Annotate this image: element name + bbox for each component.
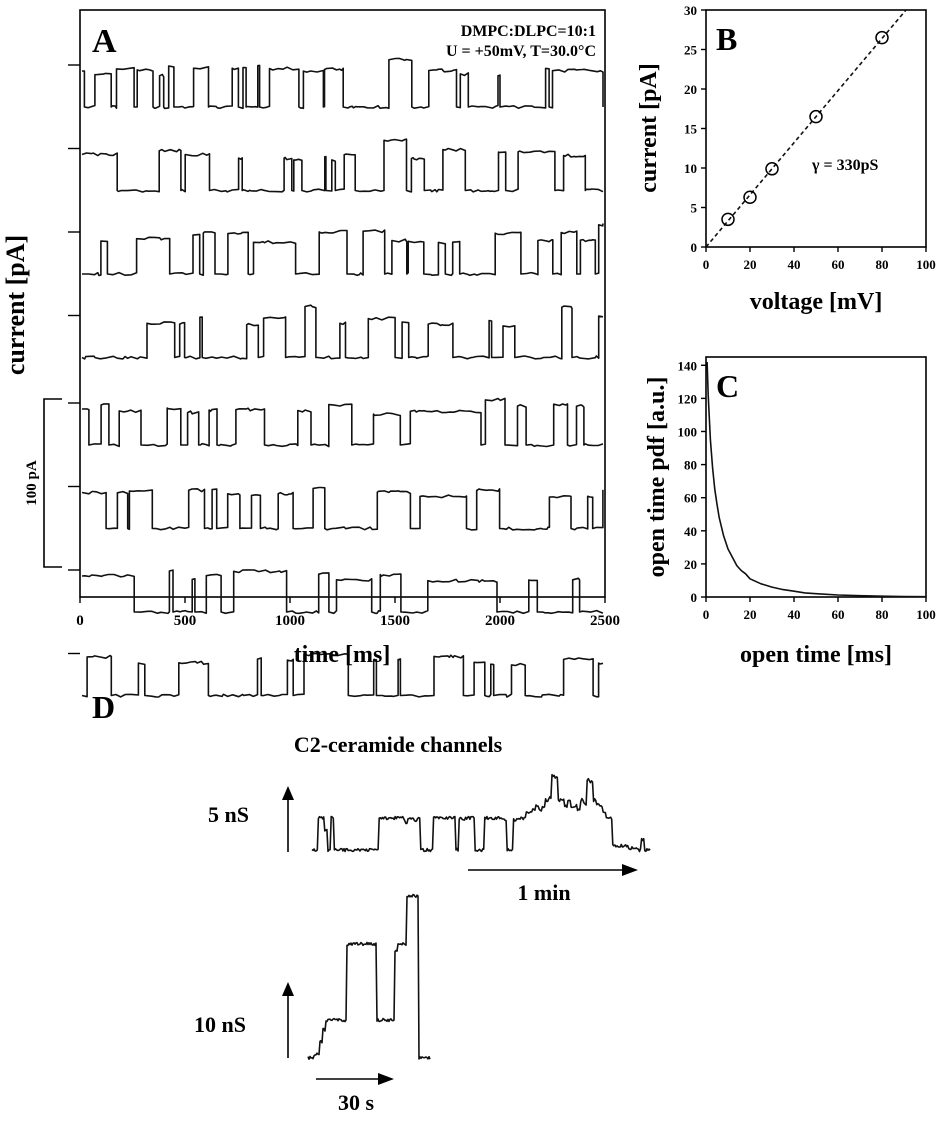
panel-b-annotation: γ = 330pS	[811, 157, 879, 174]
panel-c-x-tick-label: 20	[744, 607, 757, 622]
panel-c-x-tick-label: 80	[876, 607, 889, 622]
panel-b-x-tick-label: 0	[703, 257, 710, 272]
panel-a-x-tick-label: 1000	[275, 613, 305, 629]
panel-d-trace-2-scale-arrow-head	[282, 982, 294, 996]
panel-c-frame	[705, 356, 927, 598]
panel-b-y-tick-label: 5	[691, 201, 698, 216]
panel-b-x-tick-label: 40	[788, 257, 801, 272]
panel-d-trace-1-time-label: 1 min	[517, 880, 570, 905]
panel-b-y-tick-label: 0	[691, 240, 698, 255]
panel-a-trace	[81, 486, 604, 531]
panel-c-y-tick-label: 120	[678, 391, 698, 406]
panel-a-trace	[81, 569, 604, 615]
panel-d-label: D	[92, 689, 115, 725]
panel-d: D C2-ceramide channels 5 nS 1 min 10 nS …	[92, 689, 651, 1115]
panel-a-x-tick-label: 0	[76, 613, 84, 629]
panel-c-y-tick-label: 100	[678, 424, 698, 439]
panel-a: A DMPC:DLPC=10:1 U = +50mV, T=30.0°C 0 50…	[1, 9, 620, 698]
panel-d-trace-1-scale-arrow-head	[282, 786, 294, 800]
panel-d-trace-2-scale-label: 10 nS	[194, 1012, 246, 1037]
panel-a-trace	[81, 138, 604, 193]
panel-a-trace	[81, 57, 604, 110]
panel-a-scale-bar-label: 100 pA	[24, 460, 40, 506]
panel-c-y-tick-label: 60	[684, 491, 697, 506]
panel-c-x-tick-label: 40	[788, 607, 801, 622]
panel-c-x-tick-label: 60	[832, 607, 845, 622]
panel-b-x-tick-label: 80	[876, 257, 889, 272]
panel-c-y-tick-label: 80	[684, 458, 697, 473]
panel-c-y-tick-label: 20	[684, 557, 697, 572]
panel-a-trace	[81, 652, 604, 698]
panel-c-y-axis-label: open time pdf [a.u.]	[644, 377, 670, 578]
panel-a-frame	[79, 9, 606, 598]
panel-c-y-tick-label: 40	[684, 524, 697, 539]
panel-a-x-tick-label: 1500	[380, 613, 410, 629]
panel-b-y-tick-label: 15	[684, 122, 698, 137]
panel-b-point	[721, 212, 735, 227]
panel-b-label: B	[716, 21, 737, 57]
panel-a-annotation-line-1: DMPC:DLPC=10:1	[461, 23, 596, 40]
panel-b-point	[765, 162, 779, 176]
panel-c-curve	[706, 361, 927, 598]
panel-a-x-tick-label: 500	[174, 613, 197, 629]
panel-a-y-axis-label: current [pA]	[1, 235, 30, 375]
panel-a-label: A	[92, 23, 117, 60]
panel-b-point	[809, 109, 823, 124]
panel-b-x-tick-label: 100	[916, 257, 936, 272]
panel-b-point	[875, 30, 889, 45]
panel-c-y-tick-label: 140	[678, 358, 698, 373]
panel-d-trace-1-time-arrow-head	[622, 864, 638, 876]
panel-d-trace-2	[307, 893, 431, 1060]
panel-c-x-axis-label: open time [ms]	[740, 642, 892, 668]
panel-c-x-tick-label: 100	[916, 607, 936, 622]
panel-a-scale-bar	[43, 398, 62, 568]
panel-c-label: C	[716, 368, 739, 404]
panel-a-trace	[82, 223, 604, 277]
panel-a-x-ticks: 0 500 1000 1500 2000 2500	[76, 597, 620, 629]
panel-b-y-tick-label: 30	[684, 3, 697, 18]
panel-b-y-tick-label: 25	[684, 43, 698, 58]
panel-d-trace-2-time-arrow-head	[378, 1073, 394, 1085]
panel-a-x-axis-label: time [ms]	[294, 642, 391, 668]
panel-a-x-tick-label: 2000	[485, 613, 515, 629]
panel-b-y-tick-label: 20	[684, 82, 697, 97]
panel-b-y-tick-label: 10	[684, 161, 697, 176]
panel-b-points	[721, 30, 889, 227]
panel-b-frame	[705, 9, 927, 248]
panel-b-point	[743, 190, 757, 204]
panel-b-ticks: 0 20 40 60 80 100 0 5 10 15 20 25 30	[684, 3, 936, 272]
panel-b-x-axis-label: voltage [mV]	[750, 289, 883, 315]
panel-a-annotation-line-2: U = +50mV, T=30.0°C	[446, 43, 596, 60]
panel-d-trace-2-time-label: 30 s	[338, 1090, 375, 1115]
panel-a-y-ticks	[68, 64, 80, 655]
panel-c-ticks: 0 20 40 60 80 100 0 20 40 60 80 100 120 140	[678, 358, 936, 622]
panel-c: C 0 20 40 60 80 100 0 20 40 60 80 100 120 140 open ti…	[644, 356, 936, 668]
panel-b-y-axis-label: current [pA]	[636, 63, 662, 193]
panel-c-y-tick-label: 0	[691, 590, 698, 605]
panel-d-title: C2-ceramide channels	[294, 732, 503, 757]
panel-b-fit-line	[705, 9, 907, 248]
panel-a-trace	[81, 304, 604, 360]
panel-a-trace	[81, 397, 604, 448]
panel-c-x-tick-label: 0	[703, 607, 710, 622]
panel-d-trace-1-scale-label: 5 nS	[208, 802, 249, 827]
panel-b-x-tick-label: 60	[832, 257, 845, 272]
panel-b: B 0 20 40 60 80 100 0 5 10 15 20 25 30 γ = 330pS vol…	[636, 3, 936, 315]
panel-d-trace-1	[311, 773, 651, 853]
panel-a-traces	[81, 57, 604, 698]
panel-b-x-tick-label: 20	[744, 257, 757, 272]
panel-a-x-tick-label: 2500	[590, 613, 620, 629]
